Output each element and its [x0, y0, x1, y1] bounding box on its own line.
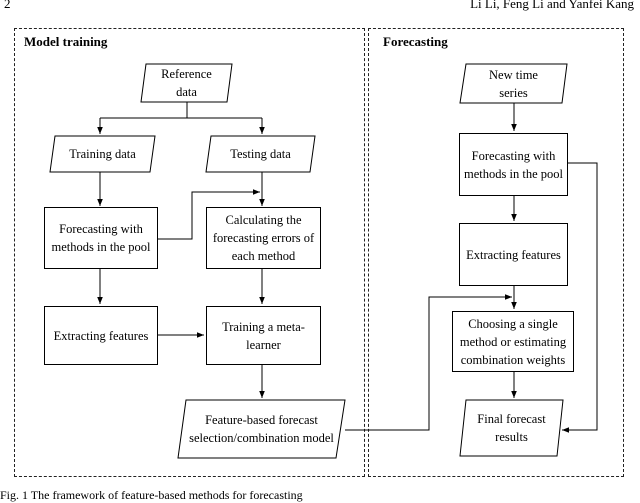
extract-features-train-label: Extracting features	[53, 328, 149, 343]
selection-model-label: Feature-based forecast selection/combina…	[189, 413, 334, 445]
training-data-label: Training data	[69, 147, 136, 161]
model-training-title: Model training	[24, 34, 108, 49]
page-number: 2	[4, 0, 11, 11]
training-data-shape	[49, 135, 156, 173]
new-series-node: New time series	[460, 64, 567, 103]
final-results-label: Final forecast results	[477, 412, 546, 444]
selection-model-node: Feature-based forecast selection/combina…	[178, 400, 345, 458]
choose-method-node: Choosing a single method or estimating c…	[452, 311, 574, 372]
reference-data-label: Reference data	[161, 67, 212, 99]
arrow-model-to-choose	[345, 294, 512, 431]
model-training-panel	[14, 28, 365, 477]
extract-features-fc-node: Extracting features	[459, 223, 568, 286]
arrow-forecast-to-calc	[158, 189, 260, 240]
extract-features-train-node: Extracting features	[44, 306, 158, 365]
train-meta-label: Training a meta-learner	[222, 319, 305, 352]
testing-data-shape	[205, 135, 316, 173]
forecast-methods-fc-label: Forecasting with methods in the pool	[464, 148, 563, 181]
reference-data-node: Reference data	[141, 64, 232, 102]
forecast-methods-train-node: Forecasting with methods in the pool	[44, 207, 158, 269]
final-results-shape	[459, 399, 564, 457]
testing-data-label: Testing data	[230, 147, 291, 161]
forecasting-title: Forecasting	[383, 34, 448, 49]
calc-errors-node: Calculating the forecasting errors of ea…	[206, 207, 321, 269]
calc-errors-label: Calculating the forecasting errors of ea…	[212, 213, 315, 263]
reference-data-shape	[140, 63, 233, 103]
page-authors: Li Li, Feng Li and Yanfei Kang	[470, 0, 634, 11]
selection-model-shape	[177, 399, 346, 459]
train-meta-node: Training a meta-learner	[206, 306, 321, 365]
extract-features-fc-label: Extracting features	[466, 247, 561, 262]
new-series-shape	[459, 63, 568, 104]
arrow-forecast-to-final	[562, 162, 598, 433]
training-data-node: Training data	[50, 136, 155, 172]
new-series-label: New time series	[489, 67, 538, 100]
final-results-node: Final forecast results	[460, 400, 563, 456]
testing-data-node: Testing data	[206, 136, 315, 172]
choose-method-label: Choosing a single method or estimating c…	[459, 316, 567, 367]
forecasting-panel	[368, 28, 624, 477]
forecast-methods-fc-node: Forecasting with methods in the pool	[459, 133, 568, 196]
forecast-methods-train-label: Forecasting with methods in the pool	[51, 222, 151, 254]
